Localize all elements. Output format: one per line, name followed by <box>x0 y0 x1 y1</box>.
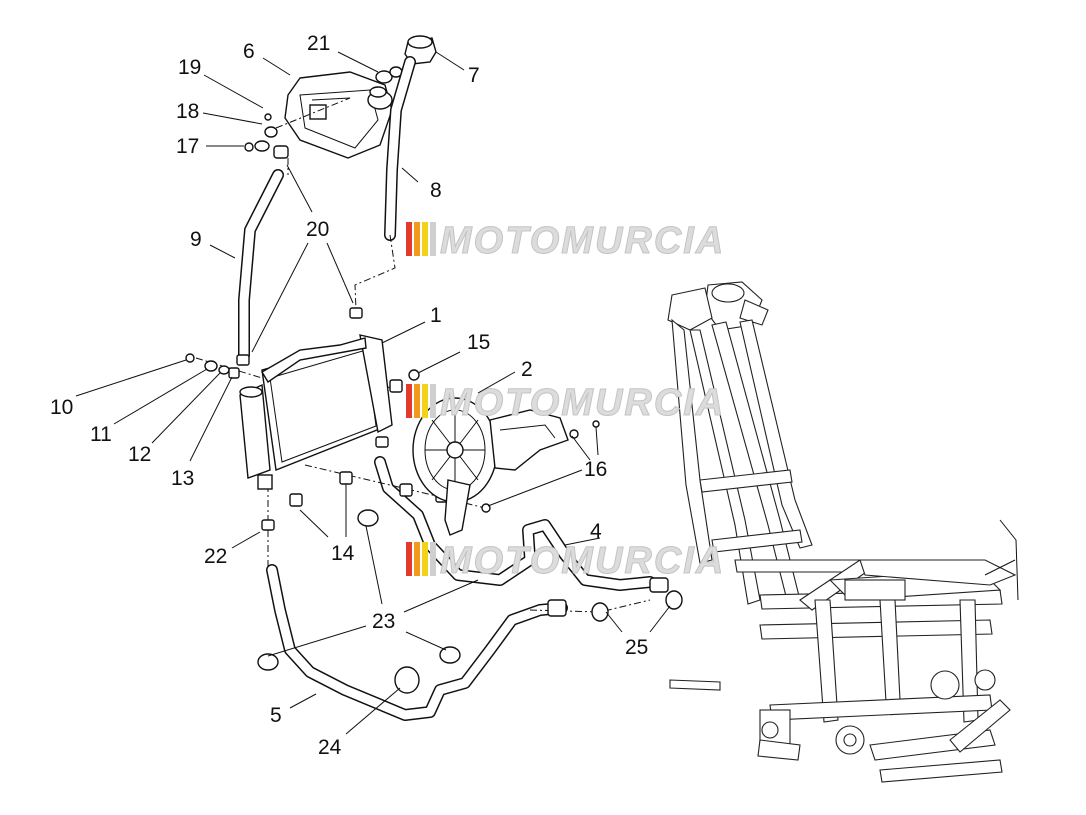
watermark-logo <box>406 222 436 256</box>
cooling-fan <box>412 397 569 536</box>
callout-2: 2 <box>521 358 533 381</box>
callout-24: 24 <box>318 736 342 759</box>
callout-8: 8 <box>430 179 442 202</box>
callout-20: 20 <box>306 218 329 241</box>
callout-6: 6 <box>243 40 255 63</box>
hose-8 <box>384 56 416 241</box>
callout-5: 5 <box>270 704 282 727</box>
watermark: MOTOMURCIA MOTOMURCIA MOTOMURCIA <box>406 220 725 583</box>
hose-5 <box>266 564 568 721</box>
callout-22: 22 <box>204 545 227 568</box>
hose-clamps <box>257 509 683 694</box>
callout-7: 7 <box>468 64 480 87</box>
hose-9 <box>238 169 284 361</box>
motorcycle-frame <box>667 281 1019 783</box>
callout-19: 19 <box>178 56 201 79</box>
callout-25: 25 <box>625 636 648 659</box>
callout-17: 17 <box>176 135 199 158</box>
callout-1: 1 <box>430 304 442 327</box>
callout-10: 10 <box>50 396 73 419</box>
callout-15: 15 <box>467 331 490 354</box>
radiator <box>239 334 393 490</box>
watermark-text: MOTOMURCIA <box>440 382 725 424</box>
watermark-text: MOTOMURCIA <box>440 540 725 582</box>
callout-21: 21 <box>307 32 330 55</box>
leader-lines <box>75 51 671 735</box>
callout-12: 12 <box>128 443 151 466</box>
expansion-tank <box>284 71 393 159</box>
watermark-logo <box>406 542 436 576</box>
callout-4: 4 <box>590 520 602 543</box>
hose-4 <box>374 456 656 591</box>
watermark-logo <box>406 384 436 418</box>
tank-fittings <box>244 66 403 159</box>
callout-11: 11 <box>90 423 112 446</box>
callout-9: 9 <box>190 228 202 251</box>
callout-18: 18 <box>176 100 199 123</box>
callout-23: 23 <box>372 610 395 633</box>
callout-labels: 1 2 4 5 6 7 8 9 10 11 12 13 14 15 16 17 … <box>50 32 648 759</box>
callout-16: 16 <box>584 458 607 481</box>
watermark-text: MOTOMURCIA <box>440 220 725 262</box>
callout-14: 14 <box>331 542 355 565</box>
callout-13: 13 <box>171 467 194 490</box>
